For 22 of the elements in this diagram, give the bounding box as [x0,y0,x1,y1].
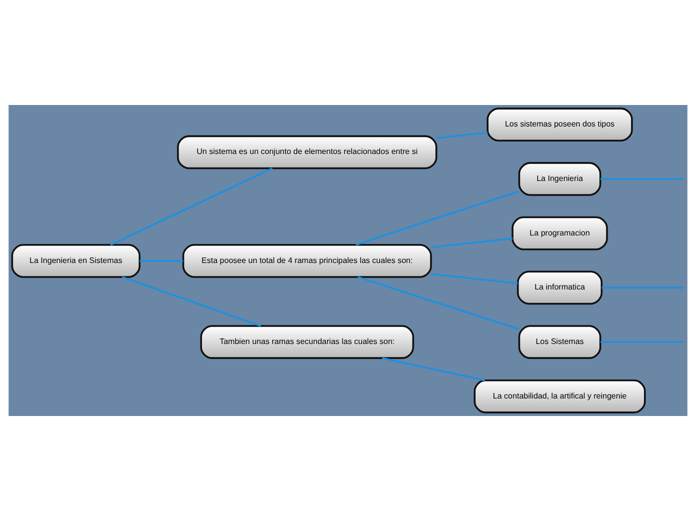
node-box: Los sistemas poseen dos tipos [486,107,633,142]
node-box: Un sistema es un conjunto de elementos relacionados entre si [177,134,438,169]
node-box: Esta poosee un total de 4 ramas principales las cuales son: [182,244,432,278]
node-box: La contabilidad, la artifical y reingenie [474,378,646,413]
node-box: La programacion [512,216,608,250]
node-box: Los Sistemas [518,324,602,358]
connector [602,286,684,288]
node-box: La Ingenieria en Sistemas [11,244,140,278]
node-box: La informatica [517,270,603,304]
connector [431,272,518,284]
connector [600,340,684,342]
connector [140,260,183,262]
node-box: Tambien unas ramas secundarias las cuales son: [200,324,414,358]
node-box: La Ingenieria [518,162,602,196]
connector [382,356,485,381]
connector [110,167,273,246]
connector [431,237,513,248]
connector [436,131,488,138]
connector [600,178,684,180]
connector [358,276,520,330]
connector [356,190,520,246]
connector [122,276,262,326]
